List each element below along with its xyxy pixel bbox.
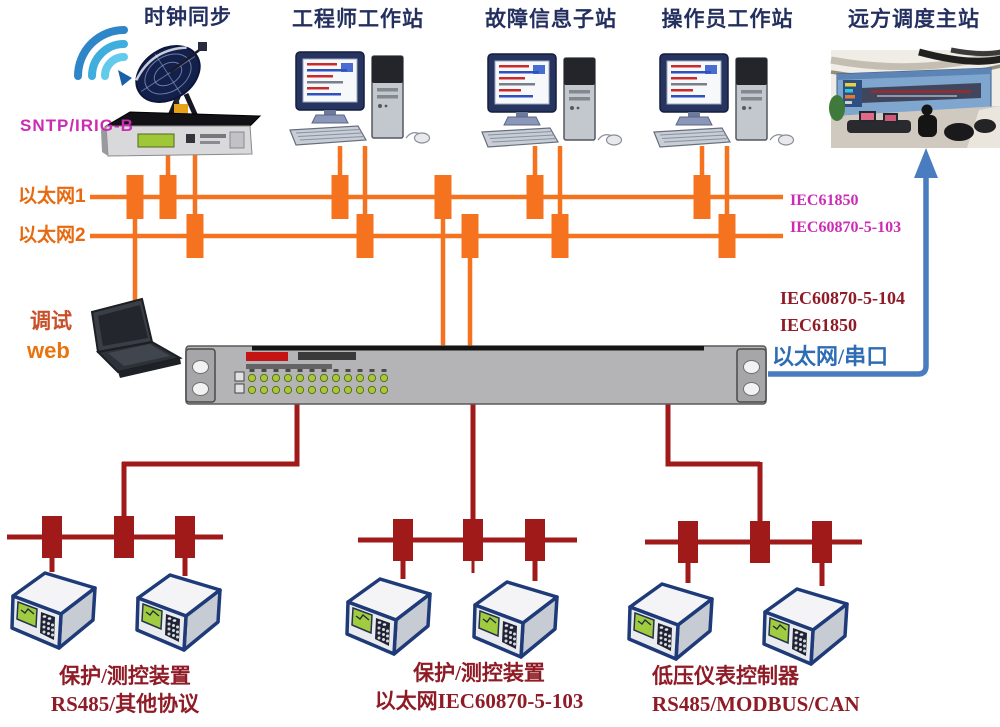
serial-tap: [42, 516, 62, 558]
meter-controller-2: [762, 587, 849, 666]
debug-label-cn: 调试: [30, 310, 72, 333]
fault-substation-icon: [481, 53, 623, 148]
meter-controller-1: [627, 582, 714, 661]
branch3-protocol-label: RS485/MODBUS/CAN: [652, 692, 860, 716]
branch2-device-label: 保护/测控装置: [413, 661, 545, 685]
arrow-head: [914, 148, 938, 178]
ethernet2-label: 以太网2: [18, 225, 86, 246]
protection-device-1: [10, 571, 97, 650]
clock-sync-title: 时钟同步: [144, 6, 232, 29]
protection-device-3: [345, 577, 432, 656]
gateway-led-panel: [247, 369, 389, 395]
laptop-icon: [91, 298, 182, 379]
engineer-ws-title: 工程师工作站: [292, 8, 424, 31]
protection-device-4: [472, 580, 559, 659]
ethernet-network: [90, 146, 783, 348]
uplink-protocol-2: IEC61850: [780, 315, 858, 335]
uplink-protocol-1: IEC60870-5-104: [780, 288, 905, 308]
wifi-signal-icon: [78, 30, 132, 86]
branch1-device-label: 保护/测控装置: [59, 664, 191, 688]
operator-workstation-icon: [653, 53, 795, 148]
station-protocol-1: IEC61850: [790, 192, 859, 209]
ethernet1-label: 以太网1: [18, 186, 86, 207]
sntp-irigb-label: SNTP/IRIG-B: [20, 116, 134, 135]
branch1-protocol-label: RS485/其他协议: [50, 692, 200, 716]
remote-master-title: 远方调度主站: [848, 8, 980, 31]
station-protocol-2: IEC60870-5-103: [790, 219, 902, 236]
uplink-arrow: [768, 148, 938, 377]
branch3-device-label: 低压仪表控制器: [652, 664, 799, 688]
operator-ws-title: 操作员工作站: [661, 8, 794, 31]
fault-substation-title: 故障信息子站: [485, 8, 617, 31]
protection-device-2: [135, 573, 222, 652]
gateway-rack-icon: [185, 345, 767, 405]
control-room-photo: [829, 50, 1000, 148]
engineer-workstation-icon: [289, 51, 431, 146]
branch2-protocol-label: 以太网IEC60870-5-103: [374, 689, 584, 713]
gateway-brand-mark: [246, 352, 288, 361]
gateway-model-mark: [298, 352, 356, 360]
serial-bus-network: [7, 404, 862, 586]
debug-label-web: web: [27, 338, 70, 363]
uplink-medium-label: 以太网/串口: [772, 344, 889, 369]
ethernet-tap: [126, 175, 144, 219]
